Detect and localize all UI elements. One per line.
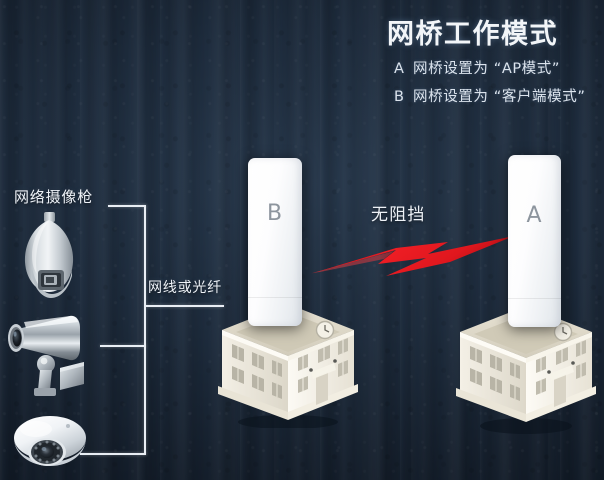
mode-bullet-a-key: A <box>394 61 405 77</box>
bridge-device-b[interactable]: B <box>248 158 302 326</box>
connector-branch-top <box>108 205 146 207</box>
ptz-speed-dome-camera <box>24 212 74 298</box>
clock-icon <box>315 320 335 340</box>
mode-bullet-b-text: 网桥设置为 “客户端模式” <box>413 89 586 105</box>
clear-path-label: 无阻挡 <box>371 205 426 225</box>
mode-bullet-a: A 网桥设置为 “AP模式” <box>394 57 560 78</box>
lightning-bolt-icon <box>310 236 514 276</box>
connector-vertical-trunk <box>144 205 146 455</box>
mode-bullet-b: B 网桥设置为 “客户端模式” <box>394 85 585 106</box>
building-right <box>456 306 596 434</box>
bullet-camera <box>8 315 84 396</box>
cable-label: 网线或光纤 <box>148 280 222 296</box>
bridge-device-a[interactable]: A <box>508 155 561 327</box>
mode-bullet-b-key: B <box>394 89 405 105</box>
camera-group-label: 网络摄像枪 <box>14 188 94 206</box>
page-title: 网桥工作模式 <box>387 19 558 50</box>
connector-branch-bottom <box>80 453 146 455</box>
connector-to-building <box>146 305 224 307</box>
clock-icon <box>553 322 573 342</box>
connector-branch-middle <box>100 345 146 347</box>
building-left <box>218 304 358 428</box>
mode-bullet-a-text: 网桥设置为 “AP模式” <box>413 61 560 77</box>
bridge-device-b-label: B <box>266 201 284 226</box>
bridge-device-a-label: A <box>526 203 543 228</box>
dome-camera <box>14 416 86 466</box>
